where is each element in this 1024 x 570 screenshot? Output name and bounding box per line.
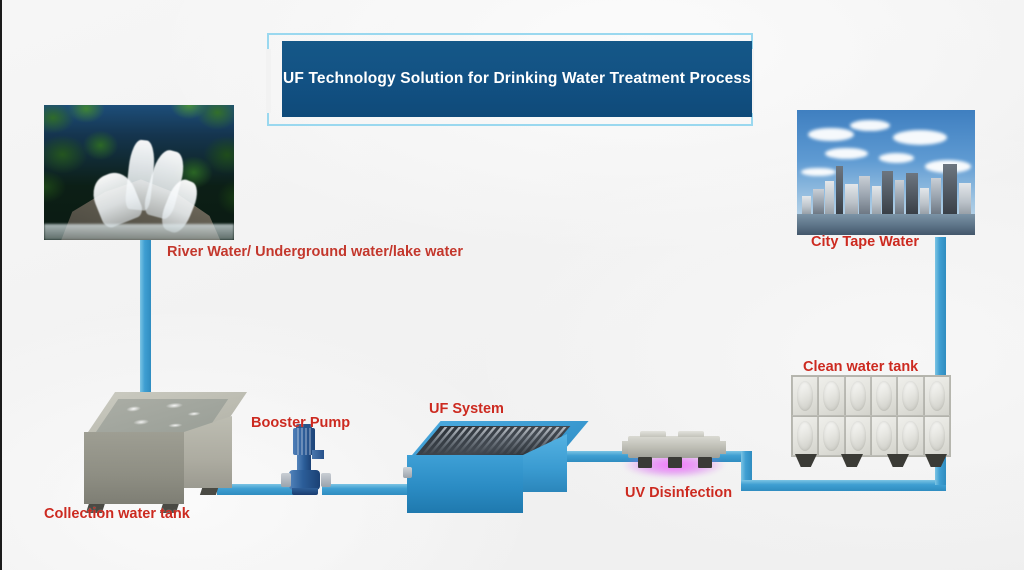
tank-panel (897, 416, 924, 456)
label-source-water: River Water/ Underground water/lake wate… (167, 244, 463, 260)
motor-fin (297, 428, 299, 455)
tank-panel (792, 416, 819, 456)
building (813, 188, 824, 214)
pump-outlet-flange (321, 473, 331, 487)
pipe-pump-to-uf (322, 484, 427, 495)
tank-panel (923, 416, 950, 456)
clean-tank-foot (925, 454, 947, 467)
tank-panel (818, 376, 845, 416)
building (802, 196, 812, 214)
tank-panel (871, 376, 898, 416)
label-city-tape-water: City Tape Water (811, 234, 919, 250)
motor-fin (305, 428, 307, 455)
cloud (850, 120, 890, 132)
tank-panel (871, 416, 898, 456)
tank-panel (897, 376, 924, 416)
pump-volute (289, 470, 320, 490)
pump-junction-box (312, 450, 324, 459)
tank-panel (844, 376, 871, 416)
pump-motor-cap (296, 424, 312, 429)
uv-foot (638, 457, 652, 468)
booster-pump (281, 424, 331, 496)
title-banner: UF Technology Solution for Drinking Wate… (282, 41, 752, 117)
building (836, 166, 844, 214)
pipe-riser-down (741, 451, 752, 491)
clean-tank-foot (841, 454, 863, 467)
motor-fin (309, 428, 311, 455)
building (905, 172, 919, 214)
cloud (807, 127, 854, 142)
building (871, 186, 881, 214)
tank-front-wall (84, 432, 184, 504)
pipe-clean-tank-to-city (935, 237, 946, 485)
pump-motor (293, 428, 315, 455)
label-uf-system: UF System (429, 401, 504, 417)
label-collection-tank: Collection water tank (44, 506, 190, 522)
clean-tank-shell (791, 375, 951, 457)
label-booster-pump: Booster Pump (251, 415, 351, 431)
label-uv-disinfection: UV Disinfection (625, 485, 733, 501)
tank-panel (818, 416, 845, 456)
uf-inlet-port (403, 467, 412, 478)
collection-water-tank (84, 392, 248, 517)
page-title: UF Technology Solution for Drinking Wate… (283, 70, 751, 87)
pipe-collection-to-pump (217, 484, 295, 495)
pump-base (292, 488, 318, 495)
cloud (893, 130, 947, 145)
clean-tank-foot (795, 454, 817, 467)
uv-inlet-end (622, 441, 631, 454)
pipe-uf-to-uv (554, 451, 644, 462)
building (919, 187, 929, 214)
building (859, 176, 870, 214)
motor-fin (301, 428, 303, 455)
uv-lamp-housing (640, 431, 666, 437)
clean-water-tank (791, 375, 951, 467)
uf-front-panel (407, 455, 523, 513)
building (825, 181, 835, 214)
cloud (825, 147, 869, 159)
cloud (878, 152, 915, 163)
uf-system-unit (403, 421, 589, 519)
city-skyline-photo (797, 110, 975, 235)
pump-neck (297, 455, 311, 472)
city-harbor-water (797, 213, 975, 235)
building (930, 177, 942, 214)
waterfall-photo (44, 105, 234, 240)
uv-disinfection-unit (608, 430, 740, 482)
building (894, 180, 904, 214)
label-clean-water-tank: Clean water tank (803, 359, 919, 375)
uv-foot (698, 457, 712, 468)
uv-lamp-housing (678, 431, 704, 437)
tank-panel (923, 376, 950, 416)
uv-chamber (628, 436, 720, 458)
cloud (800, 167, 837, 177)
tank-panel (792, 376, 819, 416)
building (942, 163, 958, 214)
building (882, 171, 894, 214)
pipe-source-to-collection (140, 240, 151, 410)
building (958, 182, 972, 214)
waterfall-pool (44, 223, 234, 240)
pump-inlet-flange (281, 473, 291, 487)
building (845, 183, 858, 214)
tank-panel (844, 416, 871, 456)
clean-tank-foot (887, 454, 909, 467)
uv-foot (668, 457, 682, 468)
pipe-to-clean-tank (741, 480, 946, 491)
uv-outlet-end (717, 441, 726, 454)
